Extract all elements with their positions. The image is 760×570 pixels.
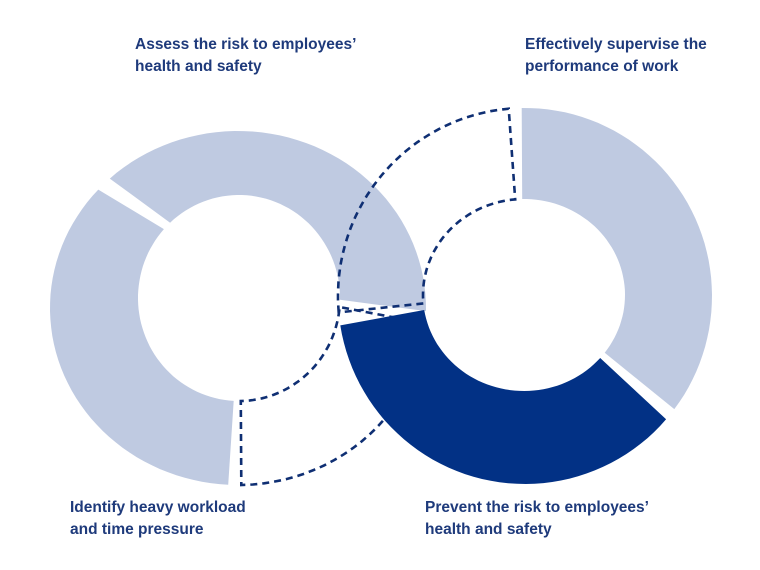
segment-assess-risk[interactable] [109, 131, 427, 312]
segment-dashed-transition-right [336, 107, 517, 314]
label-line: Assess the risk to employees’ [135, 36, 357, 53]
label-assess-risk: Assess the risk to employees’ health and… [135, 34, 356, 78]
label-line: health and safety [135, 58, 262, 75]
label-supervise-work: Effectively supervise the performance of… [525, 34, 707, 78]
label-prevent-risk: Prevent the risk to employees’ health an… [425, 497, 649, 541]
segment-supervise-work[interactable] [521, 108, 712, 410]
segment-identify-workload[interactable] [50, 189, 234, 485]
segment-prevent-risk-active[interactable] [340, 310, 667, 484]
label-line: Prevent the risk to employees’ [425, 499, 649, 516]
label-line: health and safety [425, 521, 552, 538]
label-line: and time pressure [70, 521, 204, 538]
label-identify-workload: Identify heavy workload and time pressur… [70, 497, 246, 541]
label-line: performance of work [525, 58, 679, 75]
label-line: Effectively supervise the [525, 36, 707, 53]
label-line: Identify heavy workload [70, 499, 246, 516]
